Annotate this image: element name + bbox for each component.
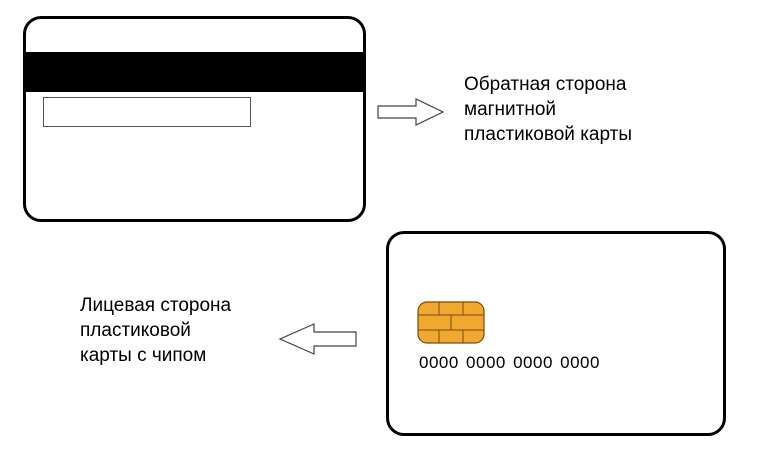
arrow-left-icon (278, 323, 357, 355)
card-number: 0000 0000 0000 0000 (419, 353, 600, 372)
magnetic-stripe (26, 52, 363, 92)
front-side-caption: Лицевая сторона пластиковой карты с чипо… (80, 295, 232, 366)
chip-icon (417, 301, 485, 344)
card-front-side: 0000 0000 0000 0000 (386, 231, 726, 436)
arrow-right-icon (377, 98, 445, 126)
back-side-caption: Обратная сторона магнитной пластиковой к… (464, 74, 632, 145)
card-back-side (23, 16, 366, 222)
signature-panel (43, 97, 251, 127)
